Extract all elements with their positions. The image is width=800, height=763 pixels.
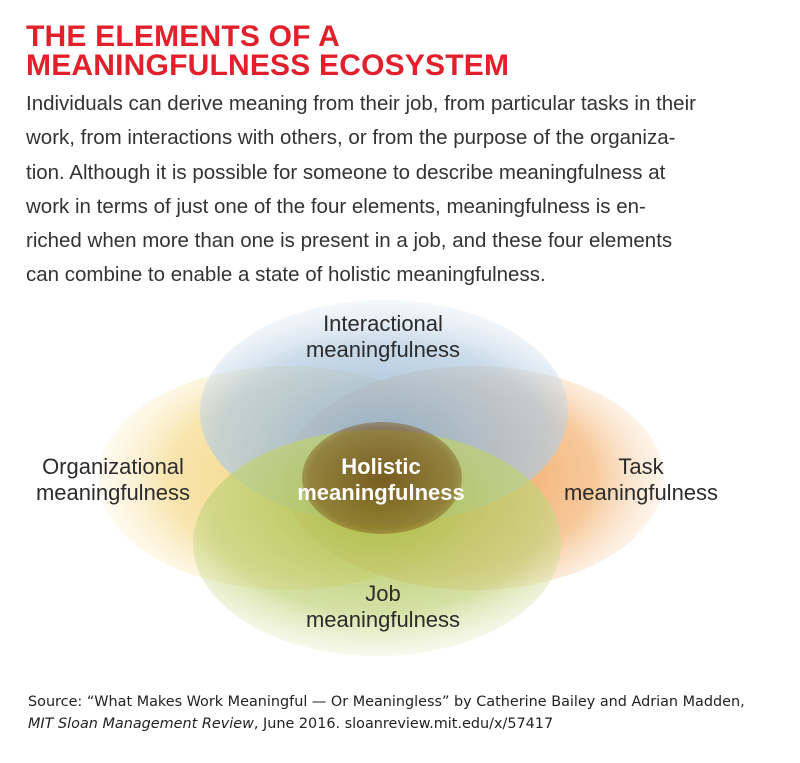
source-citation: Source: “What Makes Work Meaningful — Or… (28, 691, 788, 735)
source-line-2: MIT Sloan Management Review, June 2016. … (28, 713, 788, 735)
intro-paragraph: Individuals can derive meaning from thei… (26, 87, 778, 293)
intro-line: can combine to enable a state of holisti… (26, 263, 546, 287)
venn-diagram: Interactional meaningfulness Organizatio… (36, 300, 718, 656)
source-journal: MIT Sloan Management Review (28, 716, 254, 732)
job-label-line1: Job (365, 581, 400, 606)
interactional-label-line1: Interactional (323, 311, 443, 336)
job-ellipse (193, 430, 561, 656)
task-label-line2: meaningfulness (564, 480, 718, 505)
title-line-1: THE ELEMENTS OF A (26, 20, 340, 53)
interactional-label-line2: meaningfulness (306, 337, 460, 362)
organizational-label-line1: Organizational (42, 454, 184, 479)
intro-line: work, from interactions with others, or … (26, 126, 676, 150)
organizational-label-line2: meaningfulness (36, 480, 190, 505)
holistic-center (302, 422, 462, 534)
intro-line: riched when more than one is present in … (26, 229, 673, 253)
holistic-label-line1: Holistic (341, 454, 420, 479)
task-label-line1: Task (618, 454, 664, 479)
job-label-line2: meaningfulness (306, 607, 460, 632)
intro-line: tion. Although it is possible for someon… (26, 160, 666, 184)
intro-line: work in terms of just one of the four el… (26, 194, 646, 218)
intro-line: Individuals can derive meaning from thei… (26, 92, 696, 115)
holistic-label-line2: meaningfulness (297, 480, 464, 505)
source-line-2-rest: , June 2016. sloanreview.mit.edu/x/57417 (253, 716, 554, 732)
title-line-2: MEANINGFULNESS ECOSYSTEM (26, 49, 510, 82)
source-line-1: Source: “What Makes Work Meaningful — Or… (28, 694, 745, 710)
page-title: THE ELEMENTS OF A MEANINGFULNESS ECOSYST… (26, 20, 786, 82)
